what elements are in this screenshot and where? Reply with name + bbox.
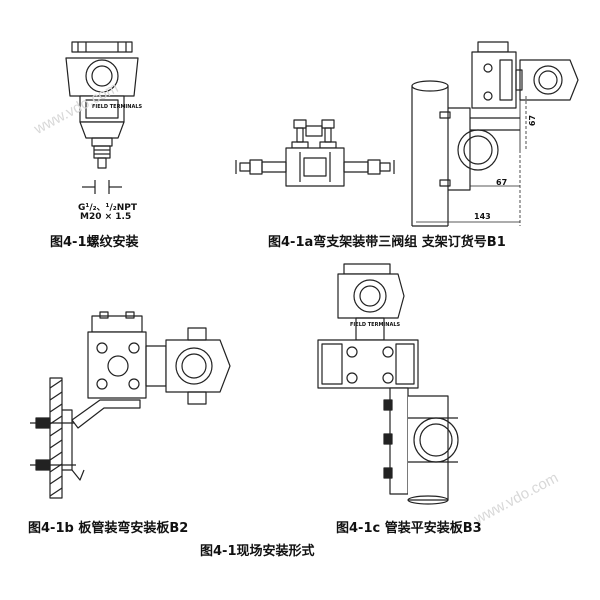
caption-thread-mount: 图4-1螺纹安装 — [50, 235, 139, 250]
dimension-label-vertical: 67 — [528, 114, 538, 127]
nameplate-label-panel5: FIELD TERMINALS — [350, 322, 401, 328]
caption-plate-bent: 图4-1b 板管装弯安装板B2 — [28, 521, 189, 536]
dimension-label-total: 143 — [474, 212, 491, 221]
caption-pipe-flat: 图4-1c 管装平安装板B3 — [336, 521, 482, 536]
figure-caption: 图4-1现场安装形式 — [200, 544, 315, 559]
nameplate-label-panel1: FIELD TERMINALS — [92, 104, 143, 110]
pipe-flat-mount — [317, 263, 459, 505]
three-valve-manifold — [235, 119, 395, 187]
plate-bent-mount — [30, 311, 231, 499]
dimension-label-horizontal: 67 — [496, 178, 508, 187]
thread-spec-label: G¹/₂、¹/₂NPT — [78, 203, 137, 213]
thread-size-label: M20 × 1.5 — [80, 212, 132, 222]
bent-bracket-pipe-mount — [411, 41, 579, 227]
caption-bracket-manifold: 图4-1a弯支架装带三阀组 支架订货号B1 — [268, 235, 506, 250]
thread-mount-transmitter — [65, 41, 139, 194]
